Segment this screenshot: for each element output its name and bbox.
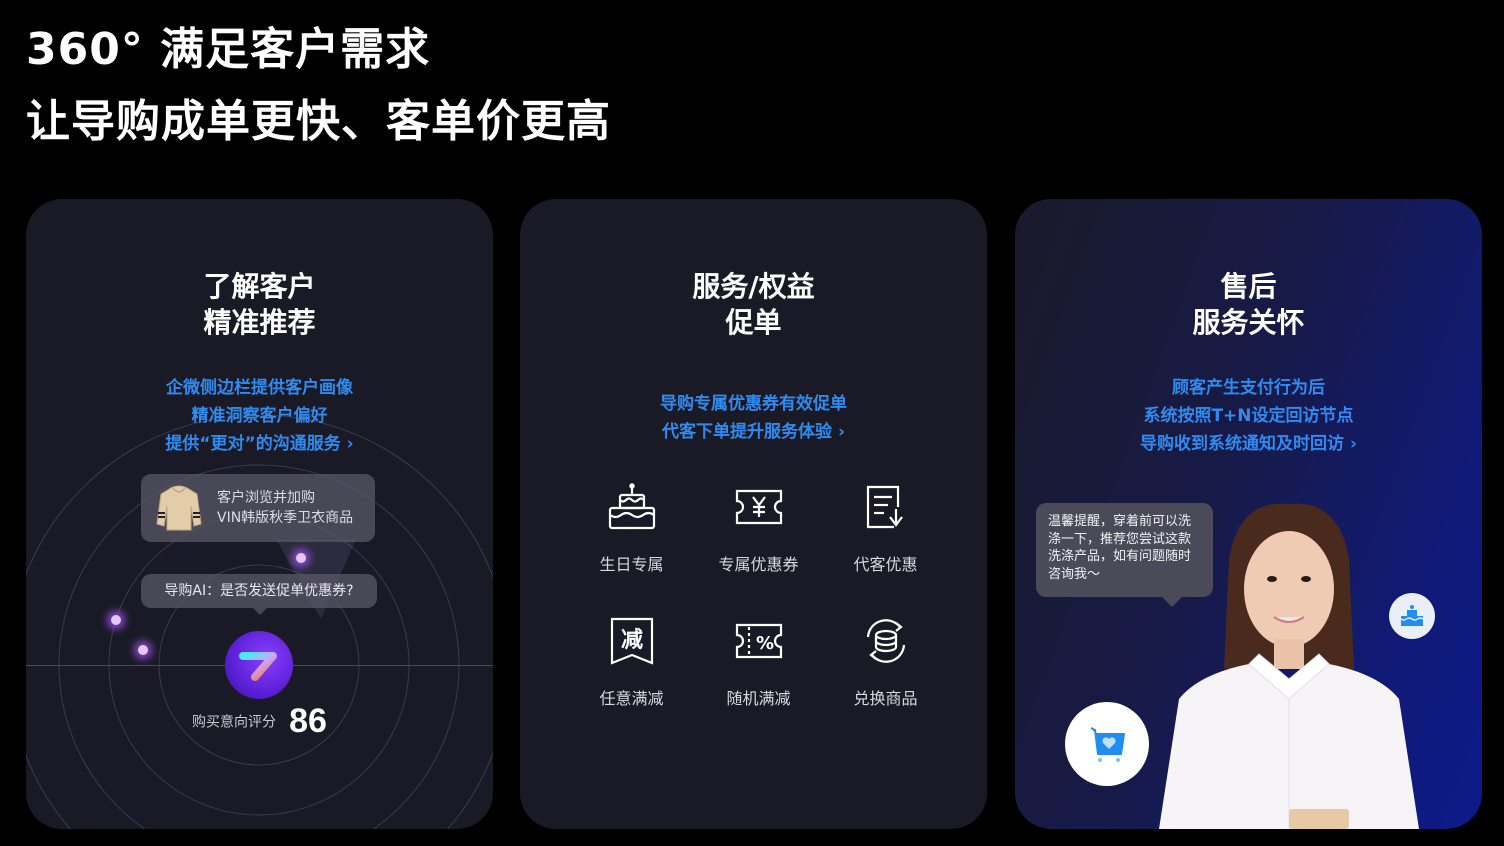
card-description-link[interactable]: 导购专属优惠券有效促单 代客下单提升服务体验 › <box>520 390 987 446</box>
benefit-label: 兑换商品 <box>853 689 918 708</box>
card-description-link[interactable]: 企微侧边栏提供客户画像 精准洞察客户偏好 提供“更对”的沟通服务 › <box>26 374 493 458</box>
document-download-icon <box>866 485 903 529</box>
birthday-cake-icon <box>1400 605 1424 626</box>
hoodie-icon <box>156 485 202 531</box>
hero-heading: 360° 满足客户需求 让导购成单更快、客单价更高 <box>26 14 611 158</box>
benefit-birthday: 生日专属 <box>568 481 695 575</box>
product-browse-bubble: 客户浏览并加购 VIN韩版秋季卫衣商品 <box>141 474 375 542</box>
shopping-cart-heart-icon <box>1090 727 1125 762</box>
benefit-grid: 生日专属 专属优惠券 代客优惠 减 任意满减 <box>568 481 948 709</box>
score-label: 购买意向评分 <box>192 714 277 731</box>
card-description-link[interactable]: 顾客产生支付行为后 系统按照T+N设定回访节点 导购收到系统通知及时回访 › <box>1015 374 1482 458</box>
desc-line-1: 导购专属优惠券有效促单 <box>660 394 847 414</box>
glow-dot <box>296 553 306 563</box>
card-title: 了解客户 精准推荐 <box>26 269 493 341</box>
card-title-line-1: 了解客户 <box>203 270 316 303</box>
card-title-line-2: 促单 <box>725 306 782 339</box>
desc-line-3: 提供“更对”的沟通服务 › <box>165 434 354 454</box>
svg-text:减: 减 <box>620 627 642 653</box>
desc-line-3: 导购收到系统通知及时回访 › <box>1140 434 1357 454</box>
desc-line-2: 系统按照T+N设定回访节点 <box>1143 406 1354 426</box>
coin-exchange-icon <box>866 619 905 663</box>
card-title-line-1: 服务/权益 <box>692 270 815 303</box>
card-title-line-1: 售后 <box>1220 270 1277 303</box>
benefit-proxy-order: 代客优惠 <box>822 481 949 575</box>
birthday-badge <box>1389 593 1435 639</box>
yen-coupon-icon <box>735 489 782 525</box>
hero-title-line-2: 让导购成单更快、客单价更高 <box>26 96 611 147</box>
cart-badge <box>1065 702 1149 786</box>
card-title: 售后 服务关怀 <box>1015 269 1482 341</box>
care-reminder-bubble: 温馨提醒，穿着前可以洗涤一下，推荐您尝试这款洗涤产品，如有问题随时咨询我～ <box>1036 503 1213 607</box>
discount-tag-icon: 减 <box>610 617 653 665</box>
desc-line-1: 企微侧边栏提供客户画像 <box>166 378 353 398</box>
card-service-benefits: 服务/权益 促单 导购专属优惠券有效促单 代客下单提升服务体验 › 生日专属 专… <box>520 199 987 829</box>
glow-dot <box>111 615 121 625</box>
percent-coupon-icon: % <box>735 623 782 659</box>
glow-dot <box>138 645 148 655</box>
desc-line-1: 顾客产生支付行为后 <box>1172 378 1325 398</box>
birthday-cake-icon <box>608 483 655 530</box>
benefit-label: 任意满减 <box>599 689 664 708</box>
benefit-random-discount: % 随机满减 <box>695 615 822 709</box>
card-title-line-2: 精准推荐 <box>203 306 316 339</box>
card-after-sales-care: 售后 服务关怀 顾客产生支付行为后 系统按照T+N设定回访节点 导购收到系统通知… <box>1015 199 1482 829</box>
svg-text:%: % <box>755 633 773 654</box>
card-understand-customer: 了解客户 精准推荐 企微侧边栏提供客户画像 精准洞察客户偏好 提供“更对”的沟通… <box>26 199 493 829</box>
ai-assistant-logo-icon <box>225 631 293 699</box>
desc-line-2: 精准洞察客户偏好 <box>191 406 328 426</box>
shopping-guide-photo <box>1159 503 1419 829</box>
score-value: 86 <box>289 702 327 740</box>
benefit-exclusive-coupon: 专属优惠券 <box>695 481 822 575</box>
hero-title-line-1: 360° 满足客户需求 <box>26 24 431 75</box>
desc-line-2: 代客下单提升服务体验 › <box>662 422 845 442</box>
product-bubble-line-2: VIN韩版秋季卫衣商品 <box>217 510 354 526</box>
benefit-label: 随机满减 <box>726 689 791 708</box>
product-bubble-line-1: 客户浏览并加购 <box>217 490 315 506</box>
benefit-exchange-goods: 兑换商品 <box>822 615 949 709</box>
benefit-any-discount: 减 任意满减 <box>568 615 695 709</box>
benefit-label: 代客优惠 <box>853 555 918 574</box>
benefit-label: 专属优惠券 <box>718 555 799 574</box>
card-title: 服务/权益 促单 <box>520 269 987 341</box>
benefit-label: 生日专属 <box>599 555 664 574</box>
ai-prompt-bubble: 导购AI：是否发送促单优惠券? <box>141 574 377 615</box>
card-title-line-2: 服务关怀 <box>1192 306 1305 339</box>
purchase-intent-score: 购买意向评分 86 <box>26 702 493 741</box>
